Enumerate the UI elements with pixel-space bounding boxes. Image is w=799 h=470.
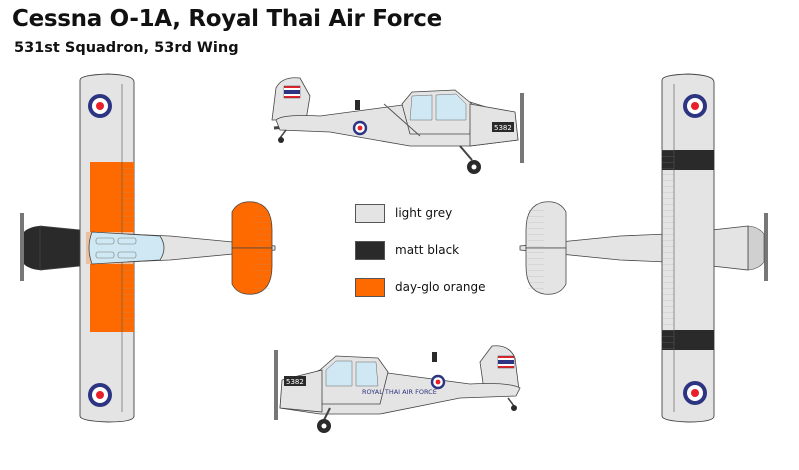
legend-label-day-glo-orange: day-glo orange (395, 280, 486, 294)
serial-number-starboard: 5382 (494, 124, 512, 132)
fuselage-text-port: ROYAL THAI AIR FORCE (362, 388, 437, 396)
bottom-view-aircraft (519, 73, 768, 423)
page-subtitle: 531st Squadron, 53rd Wing (14, 40, 239, 56)
legend-item-day-glo-orange: day-glo orange (355, 277, 486, 297)
legend-item-matt-black: matt black (355, 240, 486, 260)
serial-number-port: 5382 (286, 378, 304, 386)
legend-label-matt-black: matt black (395, 243, 460, 257)
legend-item-light-grey: light grey (355, 203, 486, 223)
legend-label-light-grey: light grey (395, 206, 453, 220)
light-grey-swatch (355, 203, 385, 223)
matt-black-swatch (355, 240, 385, 260)
starboard-side-view-aircraft: 5382 (271, 77, 524, 174)
day-glo-orange-swatch (355, 277, 385, 297)
color-legend: light grey matt black day-glo orange (355, 203, 486, 314)
page-title: Cessna O-1A, Royal Thai Air Force (12, 6, 442, 32)
port-side-view-aircraft: 5382 ROYAL THAI AIR FORCE (274, 345, 521, 433)
top-view-aircraft (20, 73, 276, 423)
